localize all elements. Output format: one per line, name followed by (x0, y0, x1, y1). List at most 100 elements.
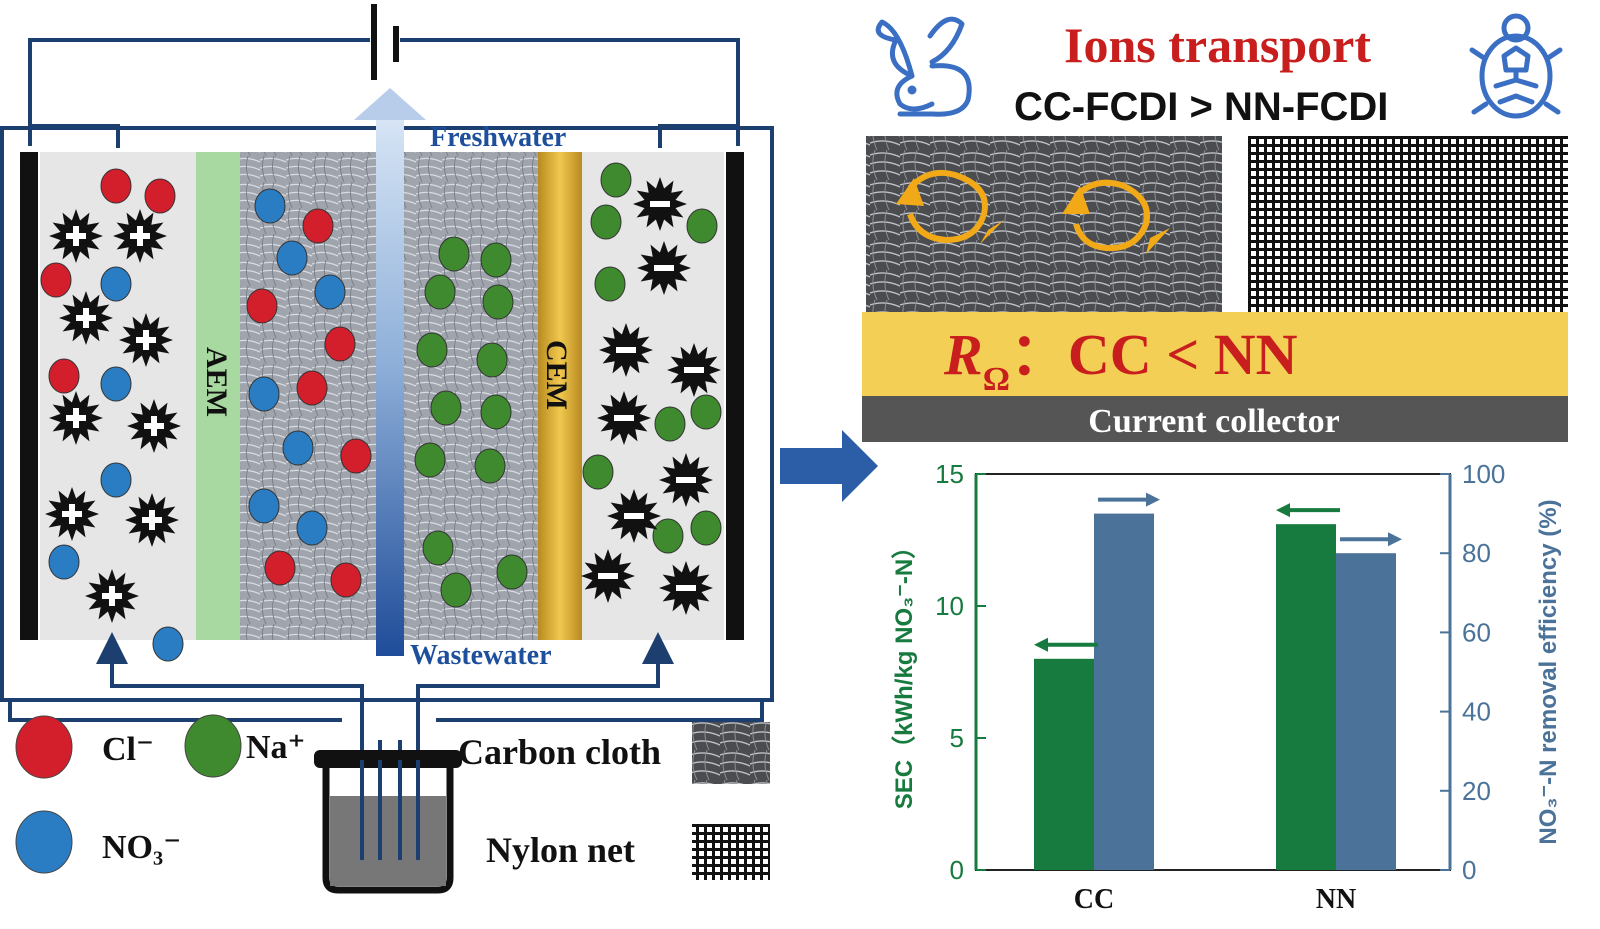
right-tick-label: 20 (1462, 776, 1491, 806)
na-ion (422, 530, 454, 566)
left-tick-label: 10 (935, 591, 964, 621)
na-ion (652, 518, 684, 554)
na-ion (438, 236, 470, 272)
cem-label: CEM (540, 340, 573, 410)
freshwater-arrow (354, 88, 426, 120)
na-ion (476, 342, 508, 378)
current-collector-bar (862, 396, 1568, 442)
ion-layer (40, 162, 722, 662)
no3-ion (248, 376, 280, 412)
cem-membrane (538, 152, 582, 640)
ions-transport-title: Ions transport (1064, 17, 1371, 73)
no3-ion (48, 544, 80, 580)
cl-ion (100, 168, 132, 204)
na-ion (474, 448, 506, 484)
anion-charge-icon (607, 489, 661, 543)
na-ion (480, 242, 512, 278)
cation-charge-icon (127, 399, 181, 453)
cl-ion (330, 562, 362, 598)
right-tick-label: 0 (1462, 855, 1476, 885)
mechanism-panel: Ions transport CC-FCDI > NN-FCDI RΩ：CC <… (862, 13, 1568, 442)
no3-ion (314, 274, 346, 310)
carbon-cloth-swatch (692, 722, 770, 784)
cation-charge-icon (85, 569, 139, 623)
anion-charge-icon (597, 391, 651, 445)
category-label-cc: CC (1074, 884, 1114, 915)
wastewater-label: Wastewater (410, 640, 552, 671)
na-ion (686, 208, 718, 244)
category-label-nn: NN (1316, 884, 1356, 915)
left-tick-label: 0 (950, 855, 964, 885)
cl-ion (264, 550, 296, 586)
resistance-subscript: Ω (983, 361, 1010, 398)
na-ion (690, 394, 722, 430)
right-axis-arrow-icon (1098, 492, 1160, 507)
resistance-comparison: ：CC < NN (1010, 322, 1298, 387)
freshwater-label: Freshwater (430, 122, 566, 153)
na-ion (424, 274, 456, 310)
cation-charge-icon (113, 209, 167, 263)
na-ion (496, 554, 528, 590)
na-ion (594, 266, 626, 302)
anion-charge-icon (659, 453, 713, 507)
circulation-arrow-icon (907, 170, 1150, 252)
comparison-label: CC-FCDI > NN-FCDI (1014, 85, 1388, 129)
anion-charge-icon (667, 343, 721, 397)
legend-carbon-cloth-label: Carbon cloth (458, 732, 661, 772)
anion-charge-icon (659, 561, 713, 615)
aem-membrane (196, 152, 240, 640)
resistance-relation: RΩ：CC < NN (943, 322, 1298, 398)
nylon-net-swatch (692, 824, 770, 880)
right-arrow-icon (780, 430, 878, 502)
right-axis-label: NO₃⁻-N removal efficiency (%) (1535, 499, 1562, 844)
legend-nylon-net-label: Nylon net (486, 830, 635, 870)
na-ion (416, 332, 448, 368)
legend-no3-label: NO₃⁻ (102, 829, 181, 866)
no3-ion (254, 188, 286, 224)
cation-charge-icon (59, 291, 113, 345)
legend-cl-swatch (15, 715, 73, 779)
cl-ion (144, 178, 176, 214)
na-ion (654, 406, 686, 442)
resistance-band (862, 312, 1568, 396)
no3-ion (296, 510, 328, 546)
no3-ion (152, 626, 184, 662)
no3-ion (248, 488, 280, 524)
rabbit-icon (875, 16, 972, 117)
anion-charge-icon (637, 241, 691, 295)
cation-charge-icon (125, 493, 179, 547)
battery-icon (371, 4, 399, 80)
beaker-icon (314, 750, 462, 894)
cl-ion (40, 262, 72, 298)
right-tick-label: 80 (1462, 538, 1491, 568)
no3-ion (276, 240, 308, 276)
anion-charge-icon (581, 549, 635, 603)
na-ion (482, 284, 514, 320)
right-current-collector (726, 152, 744, 640)
no3-ion (100, 266, 132, 302)
left-tick-label: 15 (935, 459, 964, 489)
na-ion (690, 510, 722, 546)
na-ion (430, 390, 462, 426)
left-axis-label: SEC（kWh/kg NO₃⁻-N） (891, 535, 918, 809)
na-ion (582, 454, 614, 490)
cl-ion (324, 326, 356, 362)
cation-charge-icon (45, 487, 99, 541)
cl-ion (246, 288, 278, 324)
legend-na-label: Na⁺ (246, 729, 306, 766)
no3-ion (100, 366, 132, 402)
cl-ion (48, 358, 80, 394)
fcdi-cell: AEM CEM Freshwater Wastewater (0, 4, 774, 894)
nylon-net-micrograph (1248, 136, 1568, 312)
sec-bar-nn (1276, 524, 1336, 870)
resistance-symbol: R (943, 322, 983, 387)
turtle-icon (1469, 13, 1563, 119)
anion-charge-icon (633, 177, 687, 231)
aem-label: AEM (200, 347, 233, 417)
carbon-cloth-micrograph (866, 136, 1222, 312)
cl-ion (302, 208, 334, 244)
no3-ion (282, 430, 314, 466)
left-tick-label: 5 (950, 723, 964, 753)
